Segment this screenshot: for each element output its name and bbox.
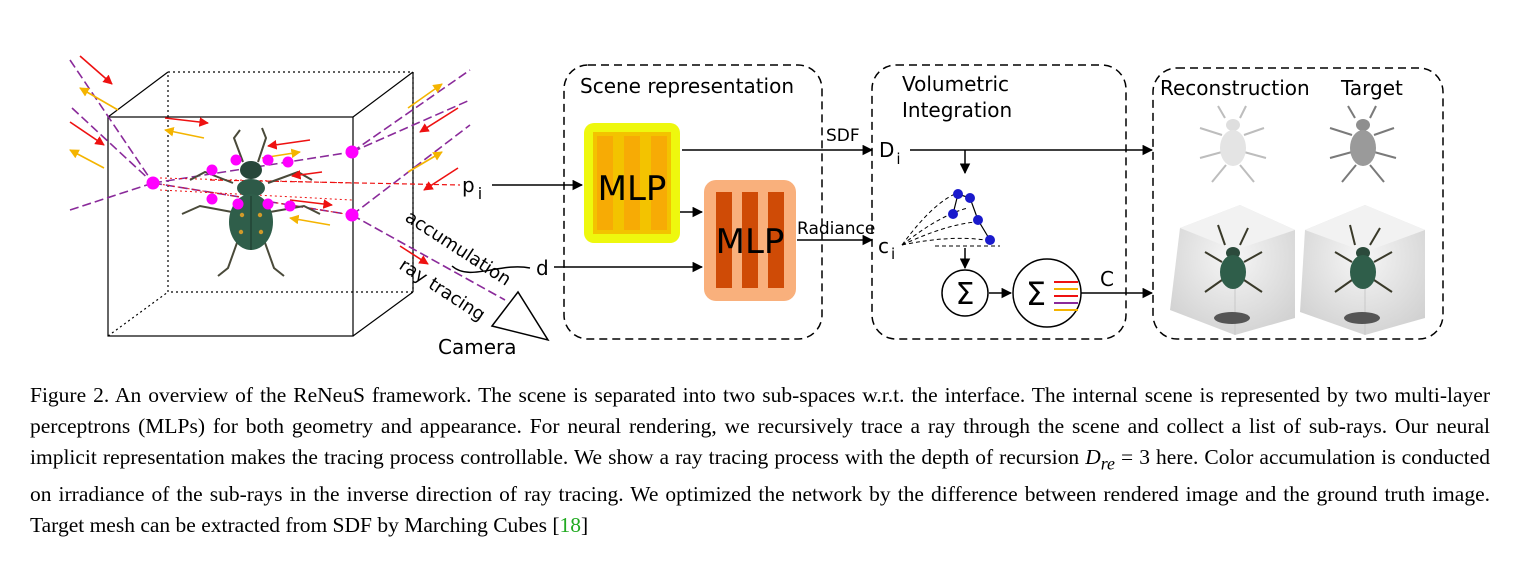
camera-icon	[490, 290, 550, 342]
mlp-appearance: MLP	[704, 180, 796, 301]
volumetric-integration-box	[871, 64, 1127, 340]
citation-link[interactable]: 18	[559, 513, 582, 538]
reconstruction-render	[1170, 205, 1295, 335]
svg-text:Σ: Σ	[1026, 275, 1046, 313]
sum-node: Σ	[941, 269, 989, 317]
reconstruction-mesh	[1199, 105, 1267, 183]
target-render	[1300, 205, 1425, 335]
caption-text-before: Figure 2. An overview of the ReNeuS fram…	[30, 383, 1490, 469]
svg-text:Σ: Σ	[956, 277, 975, 312]
ray-arrows	[69, 55, 459, 265]
scene-representation-box	[563, 64, 823, 340]
c-label: C	[1100, 267, 1114, 291]
caption-math-sub: re	[1100, 453, 1115, 474]
volumetric-title-line2: Integration	[902, 98, 1012, 122]
sample-points	[146, 145, 359, 222]
target-mesh	[1329, 105, 1397, 183]
camera-label: Camera	[438, 335, 517, 359]
mlp-geometry: MLP	[584, 123, 680, 243]
caption-ref-open: [	[552, 513, 560, 538]
integration-curve	[901, 189, 1000, 247]
mlp-appearance-label: MLP	[716, 222, 785, 262]
mlp-geometry-label: MLP	[598, 169, 667, 209]
caption-ref-close: ]	[581, 513, 589, 538]
target-title: Target	[1340, 76, 1403, 100]
radiance-label: Radiance	[797, 219, 875, 239]
caption-math-rest: = 3	[1115, 445, 1150, 469]
d-input-label: d	[536, 256, 549, 280]
figure-caption: Figure 2. An overview of the ReNeuS fram…	[30, 380, 1490, 541]
volumetric-title-line1: Volumetric	[902, 72, 1009, 96]
sdf-label: SDF	[826, 126, 860, 146]
d-connector	[451, 265, 531, 274]
caption-text-after: here. Color accumulation is conducted on…	[30, 445, 1490, 538]
reconstruction-title: Reconstruction	[1160, 76, 1310, 100]
caption-math-var: D	[1085, 445, 1101, 469]
results-box	[1152, 67, 1444, 340]
accumulation-sum-node: Σ	[1012, 258, 1082, 328]
beetle-image	[181, 127, 321, 277]
scene-representation-title: Scene representation	[580, 74, 794, 98]
